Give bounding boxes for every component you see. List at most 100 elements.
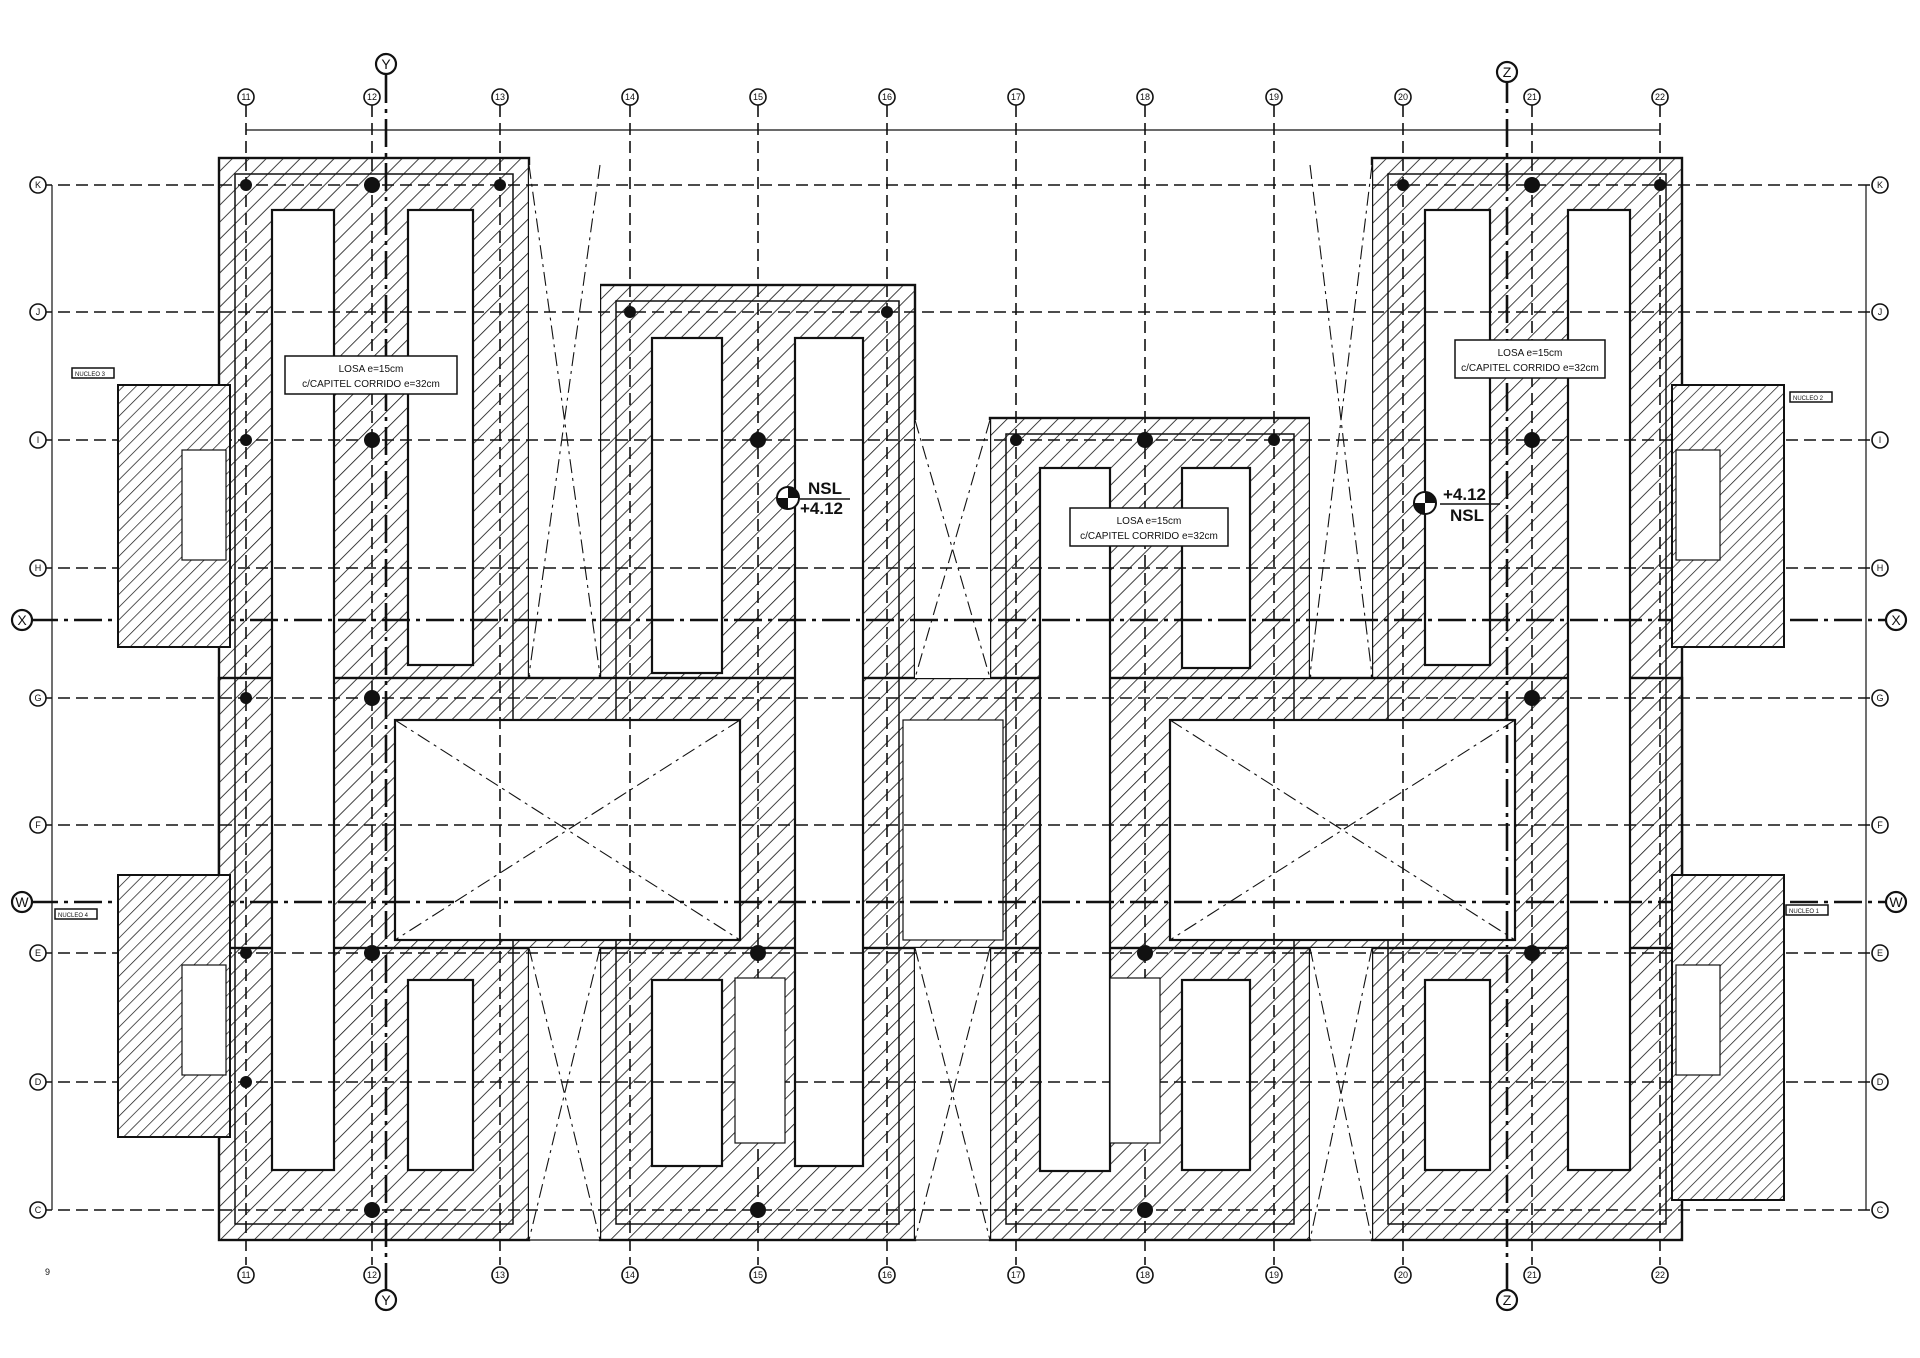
core-label: NUCLEO 2 (1793, 396, 1824, 402)
axis-label: E (35, 948, 41, 958)
axis-label: 14 (625, 92, 635, 102)
void-left-2 (406, 208, 475, 667)
axis-label: I (1879, 435, 1882, 445)
column (750, 945, 766, 961)
column (1524, 432, 1540, 448)
slab-note-line1: LOSA e=15cm (1498, 348, 1563, 359)
column (750, 1202, 766, 1218)
column (240, 1076, 252, 1088)
main-axis-label: Y (381, 56, 391, 72)
axis-label: 17 (1011, 1270, 1021, 1280)
column (364, 177, 380, 193)
openings (270, 165, 1632, 1240)
axis-label: 11 (241, 1270, 250, 1280)
column (1524, 945, 1540, 961)
void-cross-lines (394, 164, 1516, 1241)
core-label: NUCLEO 4 (58, 913, 89, 919)
slab-note-line1: LOSA e=15cm (339, 364, 404, 375)
level-value: +4.12 (1443, 485, 1486, 504)
column-axis-bubbles-top: 11 12 13 14 15 16 17 18 19 20 21 22 (237, 88, 1669, 106)
row-axis-bubbles-left: K J I H G F E D C (29, 176, 47, 1219)
stair-block2 (734, 977, 786, 1144)
axis-label: 11 (241, 92, 250, 102)
axis-label: J (1878, 307, 1883, 317)
axis-label: G (34, 693, 41, 703)
axis-label: 22 (1655, 1270, 1665, 1280)
axis-label: 14 (625, 1270, 635, 1280)
column (1524, 690, 1540, 706)
service-cores (117, 384, 1785, 1201)
main-axis-label: Z (1503, 1292, 1512, 1308)
column (750, 432, 766, 448)
main-axis-label: X (17, 612, 27, 628)
column (364, 1202, 380, 1218)
atrium-right (1168, 718, 1517, 942)
main-axis-label: W (1889, 894, 1903, 910)
slab-note-box (284, 355, 458, 395)
column (1397, 179, 1409, 191)
outline-right-tower (1387, 173, 1667, 1225)
outline-left-tower (234, 173, 514, 1225)
slab-note-line1: LOSA e=15cm (1117, 516, 1182, 527)
column (1268, 434, 1280, 446)
axis-label: 22 (1655, 92, 1665, 102)
column (1137, 945, 1153, 961)
level-name: NSL (1450, 506, 1484, 525)
column (240, 947, 252, 959)
axis-label: 12 (367, 92, 377, 102)
column (1010, 434, 1022, 446)
slab-note-box (1454, 339, 1606, 379)
main-axis-label: Y (381, 1292, 391, 1308)
axis-label: 16 (882, 1270, 892, 1280)
void-block2-1 (650, 336, 724, 675)
main-axes (30, 75, 1890, 1290)
axis-label: 19 (1269, 1270, 1279, 1280)
main-axis-label: Z (1503, 64, 1512, 80)
void-block2-3 (650, 978, 724, 1168)
main-axis-label: X (1891, 612, 1901, 628)
column (1654, 179, 1666, 191)
axis-label: H (35, 563, 42, 573)
axis-label: 18 (1140, 92, 1150, 102)
axis-label: G (1876, 693, 1883, 703)
column (624, 306, 636, 318)
axis-label: I (37, 435, 40, 445)
axis-label: K (35, 180, 41, 190)
slab-note-line2: c/CAPITEL CORRIDO e=32cm (1461, 363, 1599, 374)
column (1137, 432, 1153, 448)
row-axis-bubbles-right: K J I H G F E D C (1871, 176, 1889, 1219)
level-name: NSL (808, 479, 842, 498)
axis-label: C (35, 1205, 42, 1215)
column (494, 179, 506, 191)
axis-label: 18 (1140, 1270, 1150, 1280)
axis-label: F (35, 820, 41, 830)
column (1137, 1202, 1153, 1218)
void-center-1 (1038, 466, 1112, 1173)
axis-label: E (1877, 948, 1883, 958)
axis-label: C (1877, 1205, 1884, 1215)
axis-label: 13 (495, 1270, 505, 1280)
axis-label: 20 (1398, 92, 1408, 102)
column (240, 692, 252, 704)
axis-label: 17 (1011, 92, 1021, 102)
slab-note-line2: c/CAPITEL CORRIDO e=32cm (1080, 531, 1218, 542)
axis-label: D (35, 1077, 42, 1087)
axis-label: F (1877, 820, 1883, 830)
atrium-left (393, 718, 742, 942)
main-axis-bubbles: Y Y Z Z X X W W (10, 52, 1908, 1312)
axis-label: 12 (367, 1270, 377, 1280)
axis-label: 15 (753, 1270, 763, 1280)
axis-label: K (1877, 180, 1883, 190)
axis-label: 15 (753, 92, 763, 102)
void-center-3 (1180, 978, 1252, 1172)
corridor-block2 (902, 719, 1004, 941)
axis-label: 21 (1527, 92, 1537, 102)
stair-right-top (1675, 449, 1721, 561)
columns (240, 177, 1666, 1218)
core-label: NUCLEO 1 (1789, 909, 1820, 915)
slab-note-box (1069, 507, 1229, 547)
dimension-lines (51, 129, 1867, 1241)
core-labels: NUCLEO 3 NUCLEO 2 NUCLEO 4 NUCLEO 1 (54, 367, 1833, 920)
column-axis-bubbles-bottom: 11 12 13 14 15 16 17 18 19 20 21 22 (237, 1266, 1669, 1284)
